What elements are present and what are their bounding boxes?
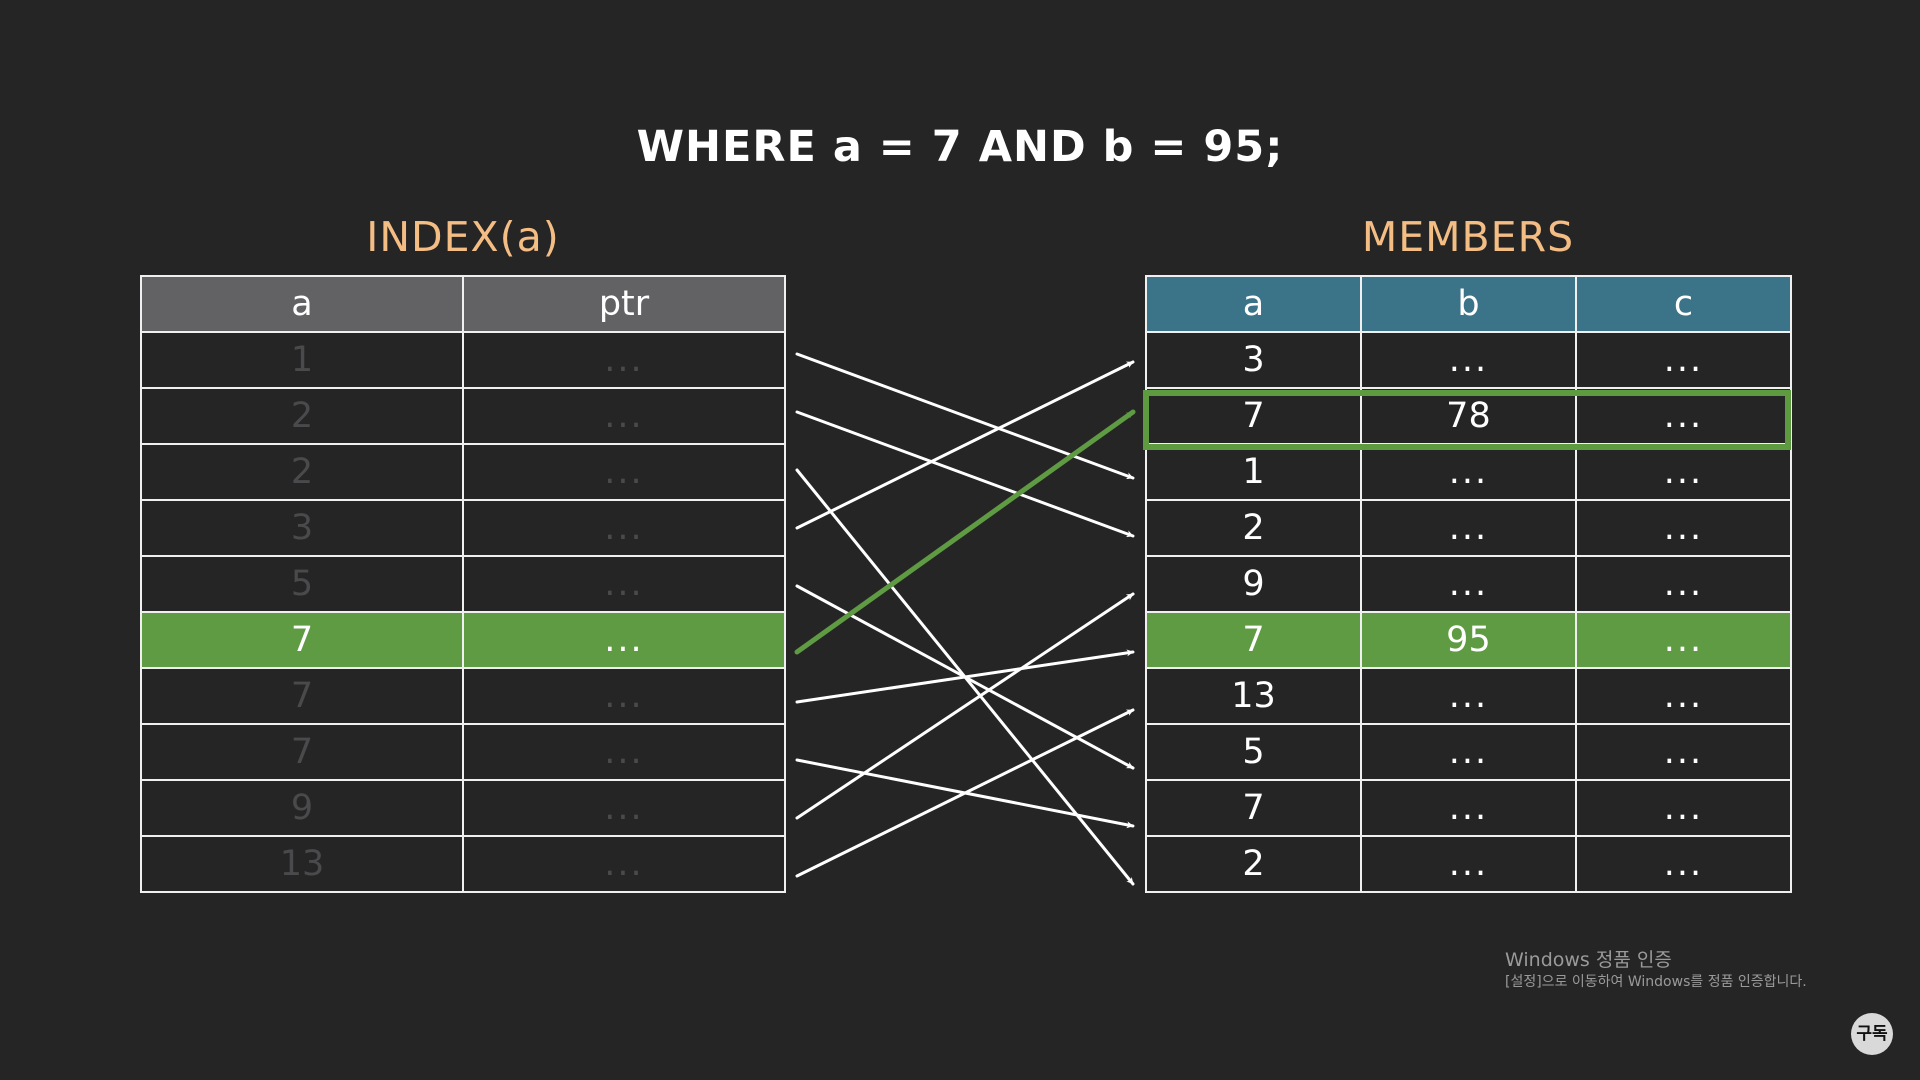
pointer-arrow — [795, 649, 1135, 704]
members-cell-c: ... — [1574, 667, 1793, 725]
members-cell-c: ... — [1574, 835, 1793, 893]
members-cell-a: 9 — [1145, 555, 1362, 613]
members-row: 13...... — [1145, 667, 1793, 725]
index-cell-ptr: ... — [462, 835, 786, 893]
members-row: 2...... — [1145, 499, 1793, 557]
index-row: 5... — [140, 555, 786, 613]
pointer-arrow-highlighted — [794, 409, 1136, 655]
members-cell-c: ... — [1574, 723, 1793, 781]
members-cell-a: 2 — [1145, 835, 1362, 893]
members-header-a: a — [1145, 275, 1362, 333]
index-header-a: a — [140, 275, 464, 333]
index-cell-ptr: ... — [462, 667, 786, 725]
pointer-arrow — [795, 410, 1135, 538]
index-table-title: INDEX(a) — [366, 213, 560, 261]
index-cell-ptr: ... — [462, 723, 786, 781]
index-row: 2... — [140, 443, 786, 501]
members-row: 5...... — [1145, 723, 1793, 781]
matched-row-outline — [1143, 390, 1791, 450]
index-header-ptr: ptr — [462, 275, 786, 333]
members-cell-b: ... — [1359, 555, 1577, 613]
members-row: 1...... — [1145, 443, 1793, 501]
members-row: 9...... — [1145, 555, 1793, 613]
members-cell-b: ... — [1359, 499, 1577, 557]
index-cell-ptr: ... — [462, 443, 786, 501]
members-row: 7...... — [1145, 779, 1793, 837]
index-cell-ptr: ... — [462, 499, 786, 557]
activation-watermark-title: Windows 정품 인증 — [1505, 949, 1672, 971]
members-cell-b: ... — [1359, 835, 1577, 893]
index-row: 3... — [140, 499, 786, 557]
index-cell-ptr: ... — [462, 611, 786, 669]
members-cell-b: 78 — [1359, 387, 1577, 445]
members-cell-b: ... — [1359, 331, 1577, 389]
index-row: 2... — [140, 387, 786, 445]
index-cell-a: 7 — [140, 611, 464, 669]
members-header-row: a b c — [1145, 275, 1793, 333]
index-cell-ptr: ... — [462, 779, 786, 837]
index-cell-ptr: ... — [462, 555, 786, 613]
index-cell-a: 7 — [140, 667, 464, 725]
members-cell-c: ... — [1574, 331, 1793, 389]
members-cell-a: 7 — [1145, 779, 1362, 837]
members-cell-b: 95 — [1359, 611, 1577, 669]
query-text: WHERE a = 7 AND b = 95; — [636, 122, 1284, 172]
members-cell-a: 7 — [1145, 387, 1362, 445]
index-cell-a: 9 — [140, 779, 464, 837]
pointer-arrow — [795, 360, 1135, 530]
members-header-c: c — [1574, 275, 1793, 333]
members-cell-a: 5 — [1145, 723, 1362, 781]
index-cell-a: 2 — [140, 387, 464, 445]
activation-watermark-subtitle: [설정]으로 이동하여 Windows를 정품 인증합니다. — [1505, 974, 1807, 990]
members-cell-c: ... — [1574, 555, 1793, 613]
members-row: 2...... — [1145, 835, 1793, 893]
index-cell-a: 3 — [140, 499, 464, 557]
members-cell-a: 7 — [1145, 611, 1362, 669]
pointer-arrow — [795, 592, 1135, 820]
members-cell-a: 2 — [1145, 499, 1362, 557]
index-cell-ptr: ... — [462, 331, 786, 389]
members-row: 3...... — [1145, 331, 1793, 389]
members-cell-a: 13 — [1145, 667, 1362, 725]
members-cell-c: ... — [1574, 387, 1793, 445]
index-row: 7... — [140, 667, 786, 725]
index-table: a ptr 1...2...2...3...5...7...7...7...9.… — [140, 275, 786, 893]
pointer-arrow — [795, 708, 1135, 878]
members-cell-c: ... — [1574, 611, 1793, 669]
index-cell-a: 7 — [140, 723, 464, 781]
index-row: 1... — [140, 331, 786, 389]
index-row: 9... — [140, 779, 786, 837]
members-header-b: b — [1359, 275, 1577, 333]
index-row: 13... — [140, 835, 786, 893]
index-cell-ptr: ... — [462, 387, 786, 445]
index-cell-a: 1 — [140, 331, 464, 389]
index-header-row: a ptr — [140, 275, 786, 333]
members-cell-b: ... — [1359, 779, 1577, 837]
index-cell-a: 5 — [140, 555, 464, 613]
index-row: 7... — [140, 723, 786, 781]
members-cell-b: ... — [1359, 723, 1577, 781]
members-table-title: MEMBERS — [1361, 213, 1575, 261]
members-cell-a: 1 — [1145, 443, 1362, 501]
subscribe-badge[interactable]: 구독 — [1851, 1013, 1893, 1055]
members-cell-c: ... — [1574, 443, 1793, 501]
index-cell-a: 2 — [140, 443, 464, 501]
members-cell-b: ... — [1359, 667, 1577, 725]
index-cell-a: 13 — [140, 835, 464, 893]
index-row: 7... — [140, 611, 786, 669]
members-cell-c: ... — [1574, 779, 1793, 837]
members-cell-c: ... — [1574, 499, 1793, 557]
pointer-arrow — [795, 352, 1135, 480]
members-cell-a: 3 — [1145, 331, 1362, 389]
